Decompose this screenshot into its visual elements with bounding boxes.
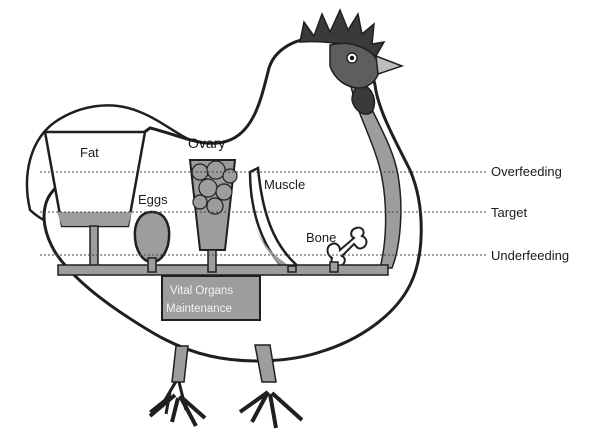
ovary-label: Ovary: [188, 135, 225, 151]
muscle-label: Muscle: [264, 177, 305, 192]
foot-right: [240, 392, 302, 428]
rooster-beak: [376, 56, 402, 74]
target-label: Target: [491, 205, 528, 220]
vital-organs-label-line1: Vital Organs: [170, 285, 233, 297]
fat-label: Fat: [80, 145, 99, 160]
overfeeding-label: Overfeeding: [491, 164, 562, 179]
eggs-label: Eggs: [138, 192, 168, 207]
vital-organs-label-line2: Maintenance: [166, 303, 232, 315]
bone-label: Bone: [306, 230, 336, 245]
underfeeding-label: Underfeeding: [491, 248, 569, 263]
foot-left: [150, 395, 205, 426]
fat-fill: [57, 212, 132, 226]
